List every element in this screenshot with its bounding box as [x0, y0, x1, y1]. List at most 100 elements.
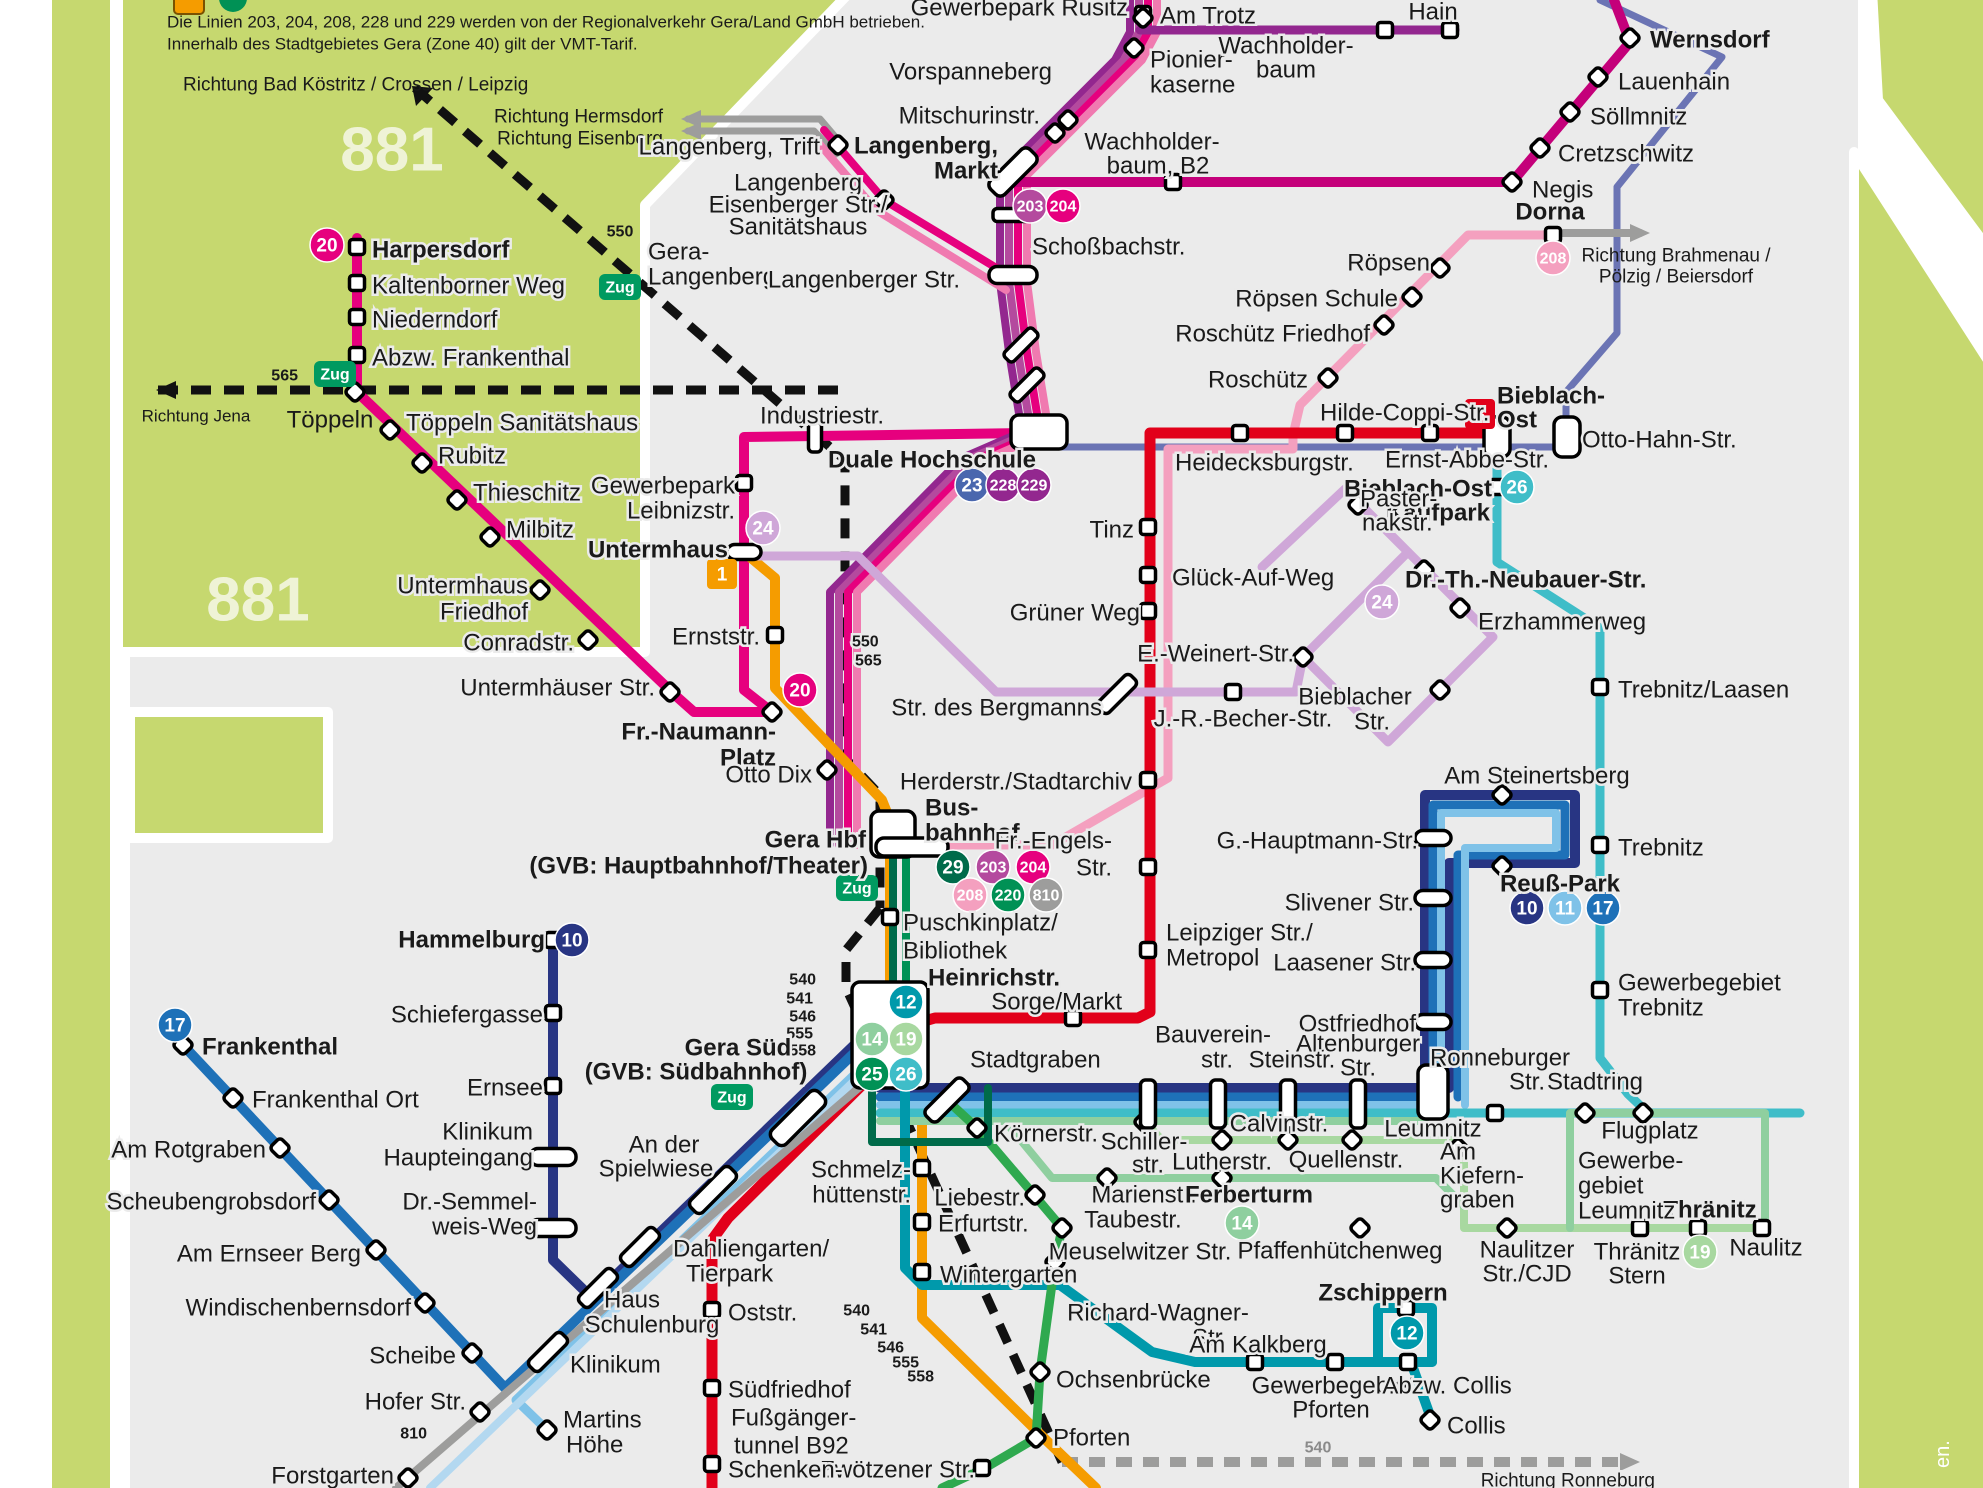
station-marker-diamond — [1096, 1167, 1118, 1189]
station-label: baum, B2 — [1107, 153, 1210, 180]
station-label: Hammelburg — [398, 927, 545, 954]
station-label: Die Linien 203, 204, 208, 228 und 229 we… — [167, 13, 925, 32]
station-label: Söllmnitz — [1590, 104, 1687, 131]
line-badge-220 — [990, 877, 1026, 913]
station-label: Scheibe — [369, 1343, 456, 1370]
station-label: Höhe — [566, 1432, 623, 1459]
line-badge-29 — [935, 849, 971, 885]
station-label: Altenburger — [1296, 1031, 1420, 1058]
station-label: Richard-Wagner- — [1067, 1300, 1249, 1327]
interchange-box — [687, 1164, 739, 1216]
station-marker-diamond — [1211, 1129, 1233, 1151]
station-label: 565 — [271, 368, 298, 385]
station-label: (GVB: Hauptbahnhof/Theater) — [529, 853, 868, 880]
station-label: Tierpark — [686, 1261, 774, 1288]
station-marker-diamond — [411, 452, 433, 474]
station-marker-diamond — [318, 1189, 340, 1211]
transit-line-corridor-ne-1 — [826, 0, 1134, 849]
transit-line-corridor-ne-4 — [853, 0, 1161, 849]
interchange-box — [923, 1076, 971, 1124]
line-badge-20 — [782, 672, 818, 708]
station-label: Gera Süd — [685, 1035, 792, 1062]
station-label: Langenberg, Trift — [639, 134, 821, 161]
station-label: Richtung Jena — [142, 407, 251, 426]
station-marker-diamond — [1044, 1251, 1066, 1273]
station-label: Wachholder- — [1084, 129, 1219, 156]
station-label: Calvinstr. — [1230, 1111, 1329, 1138]
station-label: Steinstr. — [1249, 1047, 1336, 1074]
station-label: Abzw. Frankenthal — [372, 345, 569, 372]
station-label: Sorge/Markt — [991, 989, 1122, 1016]
transit-line-lgreen-luther — [1140, 1117, 1468, 1230]
station-marker-diamond — [816, 759, 838, 781]
station-label: Am Rotgraben — [111, 1137, 266, 1164]
station-marker — [347, 237, 367, 257]
station-label: Thieschitz — [473, 480, 581, 507]
station-marker-diamond — [827, 134, 849, 156]
station-label: Windischenbernsdorf — [186, 1295, 412, 1322]
station-label: 550 — [607, 224, 634, 241]
line-badge-label: 20 — [789, 681, 810, 702]
station-label: Wintergarten — [940, 1262, 1077, 1289]
station-marker — [912, 1262, 932, 1282]
station-label: Rubitz — [438, 443, 506, 470]
station-label: Str./CJD — [1482, 1261, 1571, 1288]
station-label: Ernsee — [467, 1075, 543, 1102]
interchange-box — [1208, 1078, 1228, 1130]
line-badge-24 — [1364, 584, 1400, 620]
station-label: Schulenburg — [585, 1312, 720, 1339]
station-label: Hain — [1408, 0, 1457, 26]
station-label: Niederndorf — [372, 307, 498, 334]
station-label: Untermhäuser Str. — [460, 675, 655, 702]
station-label: Ochsenbrücke — [1056, 1367, 1211, 1394]
station-marker — [1630, 1218, 1650, 1238]
station-marker — [972, 1458, 992, 1478]
station-label: Negis — [1532, 177, 1593, 204]
interchange-box — [576, 1266, 620, 1310]
station-marker — [1138, 770, 1158, 790]
transit-line-line10-navy — [548, 933, 881, 1303]
station-marker — [1335, 423, 1355, 443]
station-label: bahnhof — [925, 820, 1021, 847]
station-label: Wernsdorf — [1650, 27, 1771, 54]
station-marker-diamond — [1025, 1427, 1047, 1449]
station-label: 881 — [206, 566, 309, 635]
station-label: Leumnitz — [1578, 1198, 1675, 1225]
station-label: Stadtgraben — [970, 1047, 1101, 1074]
station-label: Kiefern- — [1440, 1163, 1524, 1190]
station-label: Friedhof — [440, 599, 528, 626]
station-label: Bieblach-Ost — [1344, 476, 1492, 503]
station-label: Südfriedhof — [728, 1377, 851, 1404]
station-label: Am Ernseer Berg — [177, 1241, 361, 1268]
direction-arrow-icon — [1630, 224, 1650, 242]
station-label: Trebnitz — [1618, 995, 1704, 1022]
station-marker-diamond — [1429, 257, 1451, 279]
line-badge-label: 26 — [895, 1065, 916, 1086]
station-label: Laasener Str. — [1273, 950, 1416, 977]
station-label: Ferberturm — [1185, 1182, 1313, 1209]
station-marker-diamond — [379, 419, 401, 441]
station-label: Liebestr. — [934, 1185, 1025, 1212]
station-marker — [702, 1300, 722, 1320]
station-label: Fr.-Engels- — [995, 828, 1112, 855]
station-marker-diamond — [461, 1342, 483, 1364]
station-label: Thränitz — [1594, 1239, 1681, 1266]
station-label: Pforten — [1292, 1397, 1369, 1424]
zug-badge-label: Zug — [842, 881, 871, 898]
station-label: Bibliothek — [903, 938, 1008, 965]
transit-line-lgreen-ferberturm — [1001, 1117, 1468, 1210]
station-label: Wachholder- — [1218, 33, 1353, 60]
station-label: Dorna — [1515, 199, 1585, 226]
station-marker-diamond — [1496, 1217, 1518, 1239]
line-badge-label: 3 — [1475, 405, 1486, 426]
station-marker-diamond — [1292, 646, 1314, 668]
station-marker-diamond — [1574, 1102, 1596, 1124]
station-label: Oststr. — [728, 1300, 797, 1327]
station-marker — [765, 625, 785, 645]
line-badge-label: 1 — [717, 565, 728, 586]
station-marker — [347, 273, 367, 293]
station-label: Slivener Str. — [1285, 890, 1414, 917]
station-label: Str. — [1076, 855, 1112, 882]
station-label: Untermhaus — [588, 537, 728, 564]
